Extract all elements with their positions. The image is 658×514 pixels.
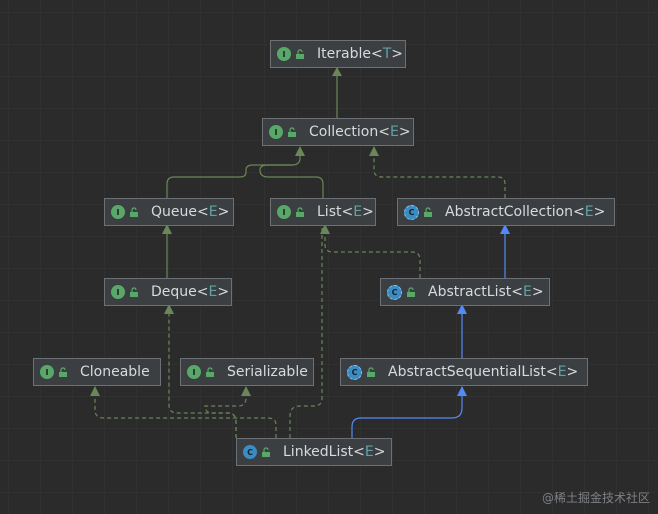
- node-name: AbstractSequentialList: [388, 364, 546, 380]
- edge-linkedlist-cloneable: [94, 387, 277, 438]
- node-name: Collection: [309, 124, 379, 140]
- arrowhead: [457, 304, 467, 314]
- interface-icon: I: [187, 365, 201, 379]
- node-deque[interactable]: I Deque<E>: [104, 278, 232, 306]
- arrowhead: [332, 67, 342, 76]
- interface-icon: I: [40, 365, 54, 379]
- unlocked-icon: [129, 207, 139, 217]
- edge-linkedlist-list: [289, 225, 323, 438]
- arrowhead: [241, 386, 251, 396]
- interface-icon: I: [277, 47, 291, 61]
- type-param: E: [208, 204, 218, 220]
- node-list[interactable]: I List<E>: [270, 198, 376, 226]
- interface-icon: I: [277, 205, 291, 219]
- arrowhead: [295, 146, 305, 156]
- unlocked-icon: [287, 127, 297, 137]
- arrowhead: [369, 146, 379, 156]
- unlocked-icon: [423, 207, 433, 217]
- interface-icon: I: [111, 205, 125, 219]
- unlocked-icon: [261, 447, 271, 457]
- type-param: E: [389, 124, 399, 140]
- arrowhead: [90, 386, 100, 396]
- type-param: E: [208, 284, 218, 300]
- node-abstractcollection[interactable]: C AbstractCollection<E>: [397, 198, 615, 226]
- edge-linkedlist-serializable: [204, 387, 247, 438]
- interface-icon: I: [269, 125, 283, 139]
- type-param: E: [584, 204, 594, 220]
- node-queue[interactable]: I Queue<E>: [104, 198, 234, 226]
- node-name: Deque: [151, 284, 197, 300]
- unlocked-icon: [129, 287, 139, 297]
- unlocked-icon: [406, 287, 416, 297]
- type-param: E: [522, 284, 532, 300]
- unlocked-icon: [366, 367, 376, 377]
- edge-list-collection: [259, 164, 324, 198]
- edge-queue-collection: [166, 147, 301, 198]
- arrowhead: [164, 304, 174, 314]
- watermark: @稀土掘金技术社区: [541, 491, 650, 505]
- node-name: Queue: [151, 204, 197, 220]
- node-iterable[interactable]: I Iterable<T>: [270, 40, 406, 68]
- node-abstractlist[interactable]: C AbstractList<E>: [380, 278, 550, 306]
- node-name: List: [317, 204, 342, 220]
- unlocked-icon: [295, 207, 305, 217]
- type-param: E: [557, 364, 567, 380]
- unlocked-icon: [205, 367, 215, 377]
- node-name: Serializable: [227, 364, 308, 380]
- node-name: LinkedList: [283, 444, 354, 460]
- node-name: Iterable: [317, 46, 371, 62]
- abstract-class-icon: C: [347, 364, 362, 380]
- class-icon: C: [243, 445, 257, 459]
- unlocked-icon: [295, 49, 305, 59]
- unlocked-icon: [58, 367, 68, 377]
- arrowhead: [162, 224, 172, 234]
- edge-abstractlist-list: [324, 225, 421, 278]
- node-linkedlist[interactable]: C LinkedList<E>: [236, 438, 392, 466]
- arrowhead: [500, 224, 510, 234]
- abstract-class-icon: C: [387, 284, 402, 300]
- abstract-class-icon: C: [404, 204, 419, 220]
- node-name: AbstractCollection: [445, 204, 574, 220]
- node-collection[interactable]: I Collection<E>: [262, 118, 414, 146]
- node-name: AbstractList: [428, 284, 512, 300]
- type-param: T: [382, 46, 392, 62]
- node-name: Cloneable: [80, 364, 150, 380]
- edge-linkedlist-abstractsequentiallist: [351, 387, 463, 438]
- edge-abstractcollection-collection: [373, 147, 506, 198]
- node-cloneable[interactable]: I Cloneable: [33, 358, 161, 386]
- type-param: E: [353, 204, 363, 220]
- arrowhead: [457, 386, 467, 396]
- interface-icon: I: [111, 285, 125, 299]
- type-param: E: [364, 444, 374, 460]
- node-abstractsequentiallist[interactable]: C AbstractSequentialList<E>: [340, 358, 588, 386]
- node-serializable[interactable]: I Serializable: [180, 358, 314, 386]
